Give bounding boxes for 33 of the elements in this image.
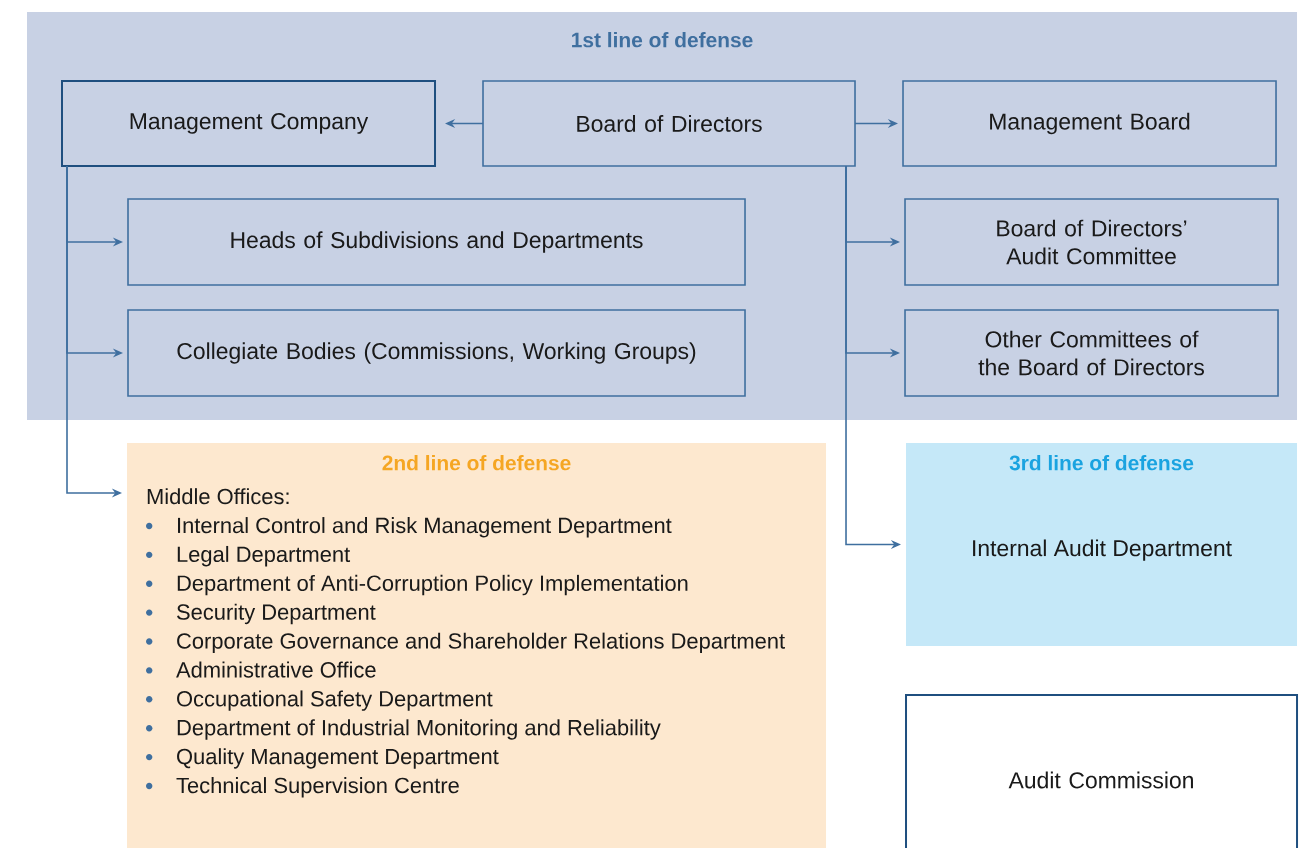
process-box: [905, 694, 1299, 848]
box-label: Heads of Subdivisions and Departments: [231, 231, 643, 253]
process-box: [61, 80, 436, 167]
list-item: Internal Control and Risk Management Department: [178, 517, 672, 538]
process-box: [904, 198, 1279, 286]
box-label: Management Company: [130, 113, 369, 134]
list-item: Department of Anti-Corruption Policy Implementation: [177, 574, 688, 596]
list-item: Legal Department: [177, 545, 351, 567]
process-box: [127, 198, 746, 286]
list-item: Corporate Governance and Shareholder Relations Department: [177, 632, 785, 654]
process-box: [904, 309, 1279, 397]
process-box: [127, 309, 746, 397]
box-label: Management Board: [990, 112, 1190, 135]
list-heading: Middle Offices:: [147, 488, 289, 505]
list-item: Administrative Office: [176, 661, 376, 678]
list-item: Security Department: [177, 603, 376, 625]
list-item: Department of Industrial Monitoring and Reliability: [177, 719, 661, 740]
box-label: Collegiate Bodies (Commissions, Working Groups): [177, 342, 696, 364]
band-heading: 1st line of defense: [572, 32, 753, 48]
band-panel: [127, 443, 826, 848]
box-label: Board of Directors’ Audit Committee: [997, 219, 1187, 265]
list-item: Technical Supervision Centre: [176, 777, 459, 798]
box-label: Board of Directors: [577, 115, 762, 132]
box-label: Internal Audit Department: [973, 539, 1232, 561]
process-box: [902, 80, 1277, 167]
band-heading: 3rd line of defense: [1009, 455, 1194, 471]
box-label: Other Committees of the Board of Directors: [978, 330, 1204, 376]
band-panel: [906, 443, 1298, 646]
band-heading: 2nd line of defense: [382, 455, 571, 471]
process-box: [482, 80, 856, 167]
list-item: Quality Management Department: [177, 748, 499, 769]
list-item: Occupational Safety Department: [177, 690, 493, 711]
box-label: Audit Commission: [1008, 771, 1193, 789]
